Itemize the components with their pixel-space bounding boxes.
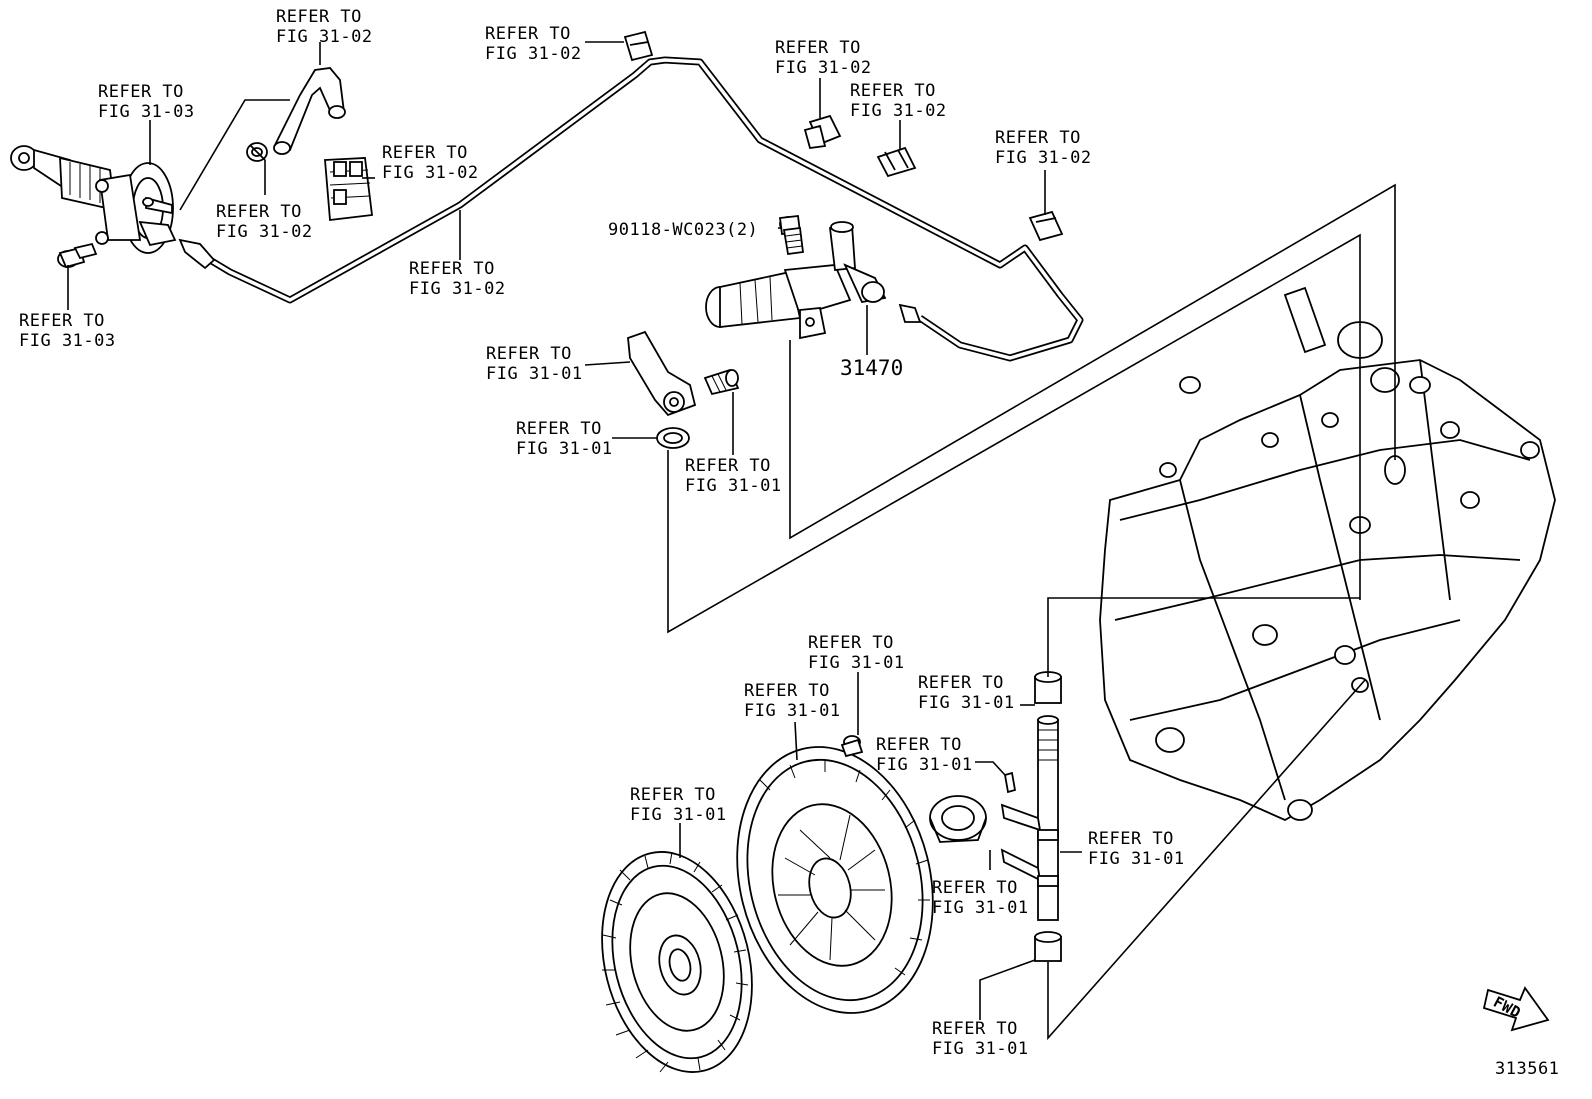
reservoir-hose (273, 67, 346, 155)
bolt-90118-wc023 (778, 215, 805, 256)
fwd-arrow-icon: FWD (1482, 986, 1550, 1032)
seal-ring (656, 427, 690, 449)
transmission-housing (1099, 286, 1556, 822)
leader-lines (67, 41, 1396, 1041)
figure-id: 313561 (1495, 1059, 1559, 1079)
hose-clamp (246, 142, 268, 162)
pipe-clip-mid-1 (803, 114, 842, 149)
small-bolt-lower (840, 735, 864, 758)
clutch-disc (601, 851, 753, 1073)
small-clip (1003, 771, 1017, 794)
clutch-line-pipe (188, 56, 1084, 362)
master-cylinder (10, 145, 216, 270)
master-bolt (57, 242, 98, 269)
bolt-part-label: 90118-WC023(2) (608, 220, 758, 240)
release-fork-lever (627, 330, 697, 417)
part-number-31470: 31470 (840, 356, 903, 380)
pipe-clip-top (623, 30, 654, 62)
pipe-clip-mid-2 (876, 146, 917, 178)
release-shaft (1000, 715, 1059, 921)
bushing-lower (1034, 931, 1062, 962)
pipe-clip-block (324, 157, 374, 222)
clutch-cover (736, 746, 934, 1014)
release-cylinder-31470 (705, 221, 922, 340)
pipe-clip-right (1028, 210, 1064, 242)
fork-bolt (703, 368, 740, 396)
release-bearing (929, 795, 987, 843)
